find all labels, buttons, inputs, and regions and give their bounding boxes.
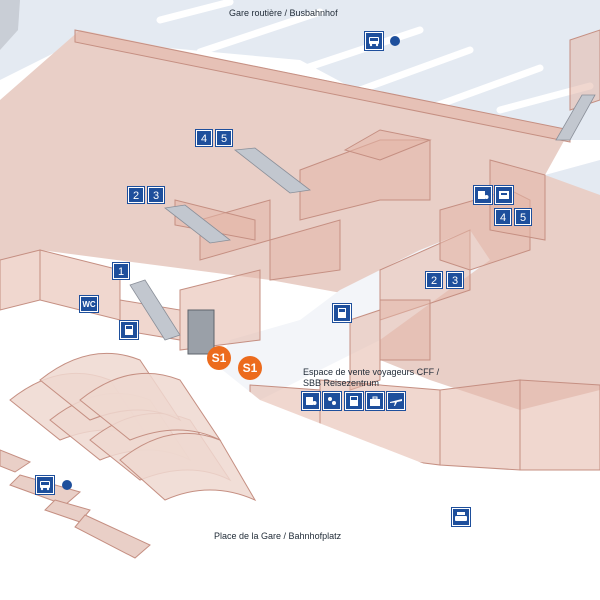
platform-2-badge[interactable]: 2 [127,186,145,204]
bus-stop-dot [390,36,400,46]
ticket-counter-icon[interactable] [301,391,321,411]
travel-centre-label-fr: Espace de vente voyageurs CFF / [303,367,440,377]
station-square-label: Place de la Gare / Bahnhofplatz [214,531,342,541]
platform-2-right-badge[interactable]: 2 [425,271,443,289]
ticket-machine-icon[interactable] [119,320,139,340]
bus-station-label: Gare routière / Busbahnhof [229,8,338,18]
platform-3-badge[interactable]: 3 [147,186,165,204]
platform-3-right-badge[interactable]: 3 [446,271,464,289]
platform-4-right-badge[interactable]: 4 [494,208,512,226]
plane-icon[interactable] [386,391,406,411]
taxi-icon[interactable] [451,507,471,527]
service-icon[interactable] [322,391,342,411]
platform-1-badge[interactable]: 1 [112,262,130,280]
s1-marker-left[interactable]: S1 [207,346,231,370]
benches [0,449,151,559]
stairs [129,94,596,341]
wc-badge[interactable]: WC [79,295,99,313]
ticket-machine-icon-centre[interactable] [344,391,364,411]
canopy [9,352,257,502]
s1-marker-right[interactable]: S1 [238,356,262,380]
platform-5-right-badge[interactable]: 5 [514,208,532,226]
bus-area [0,0,600,140]
travel-centre-label-de: SBB Reisezentrum [303,378,380,388]
platform-5-badge[interactable]: 5 [215,129,233,147]
atm-icon[interactable] [494,185,514,205]
platform-4-badge[interactable]: 4 [195,129,213,147]
ticket-machine-icon-passage[interactable] [332,303,352,323]
luggage-icon[interactable] [365,391,385,411]
bus-icon[interactable] [364,31,384,51]
bus-stop-dot-square [62,480,72,490]
ticket-counter-icon-right[interactable] [473,185,493,205]
elevator [187,309,215,355]
bus-icon-square[interactable] [35,475,55,495]
